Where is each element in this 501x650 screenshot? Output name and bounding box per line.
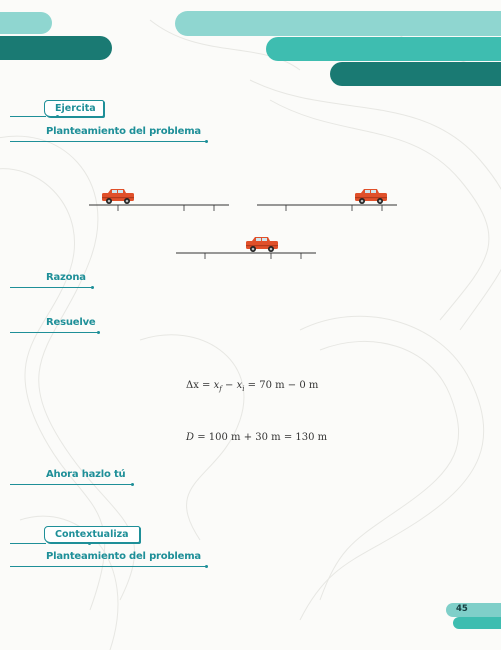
razona-underline <box>10 287 92 288</box>
ejercita-heading: Ejercita <box>55 103 96 114</box>
resuelve-dot <box>97 331 100 334</box>
top-band-right-mid <box>266 37 501 61</box>
planteamiento-heading-2: Planteamiento del problema <box>46 551 201 562</box>
top-band-light <box>0 12 52 34</box>
page-number: 45 <box>456 604 468 614</box>
contextualiza-underline <box>10 543 46 544</box>
planteamiento-underline <box>10 141 206 142</box>
ejercita-underline <box>10 116 46 117</box>
contextualiza-heading: Contextualiza <box>55 529 129 540</box>
top-band-right-light <box>175 11 501 36</box>
razona-heading: Razona <box>46 272 86 283</box>
contextualiza-dot <box>88 542 91 545</box>
planteamiento-heading: Planteamiento del problema <box>46 126 201 137</box>
razona-dot <box>91 286 94 289</box>
ejercita-box: Ejercita <box>44 100 104 117</box>
truck-icon-3 <box>246 237 278 252</box>
ahora-dot <box>131 483 134 486</box>
resuelve-heading: Resuelve <box>46 317 96 328</box>
top-band-right-dark <box>330 62 501 86</box>
ahora-underline <box>10 484 132 485</box>
page-bar-decoration <box>453 617 501 629</box>
truck-icon-2 <box>355 189 387 204</box>
resuelve-underline <box>10 332 98 333</box>
planteamiento-dot-2 <box>205 565 208 568</box>
displacement-equation: Δx = xf − xi = 70 m − 0 m <box>186 380 319 393</box>
ejercita-dot <box>56 115 59 118</box>
planteamiento-dot <box>205 140 208 143</box>
truck-icon-1 <box>102 189 134 204</box>
page-number-tab: 45 <box>446 603 501 617</box>
top-band-dark <box>0 36 112 60</box>
contextualiza-box: Contextualiza <box>44 526 140 543</box>
planteamiento-underline-2 <box>10 566 206 567</box>
ahora-heading: Ahora hazlo tú <box>46 469 126 480</box>
distance-equation: D = 100 m + 30 m = 130 m <box>186 432 328 443</box>
